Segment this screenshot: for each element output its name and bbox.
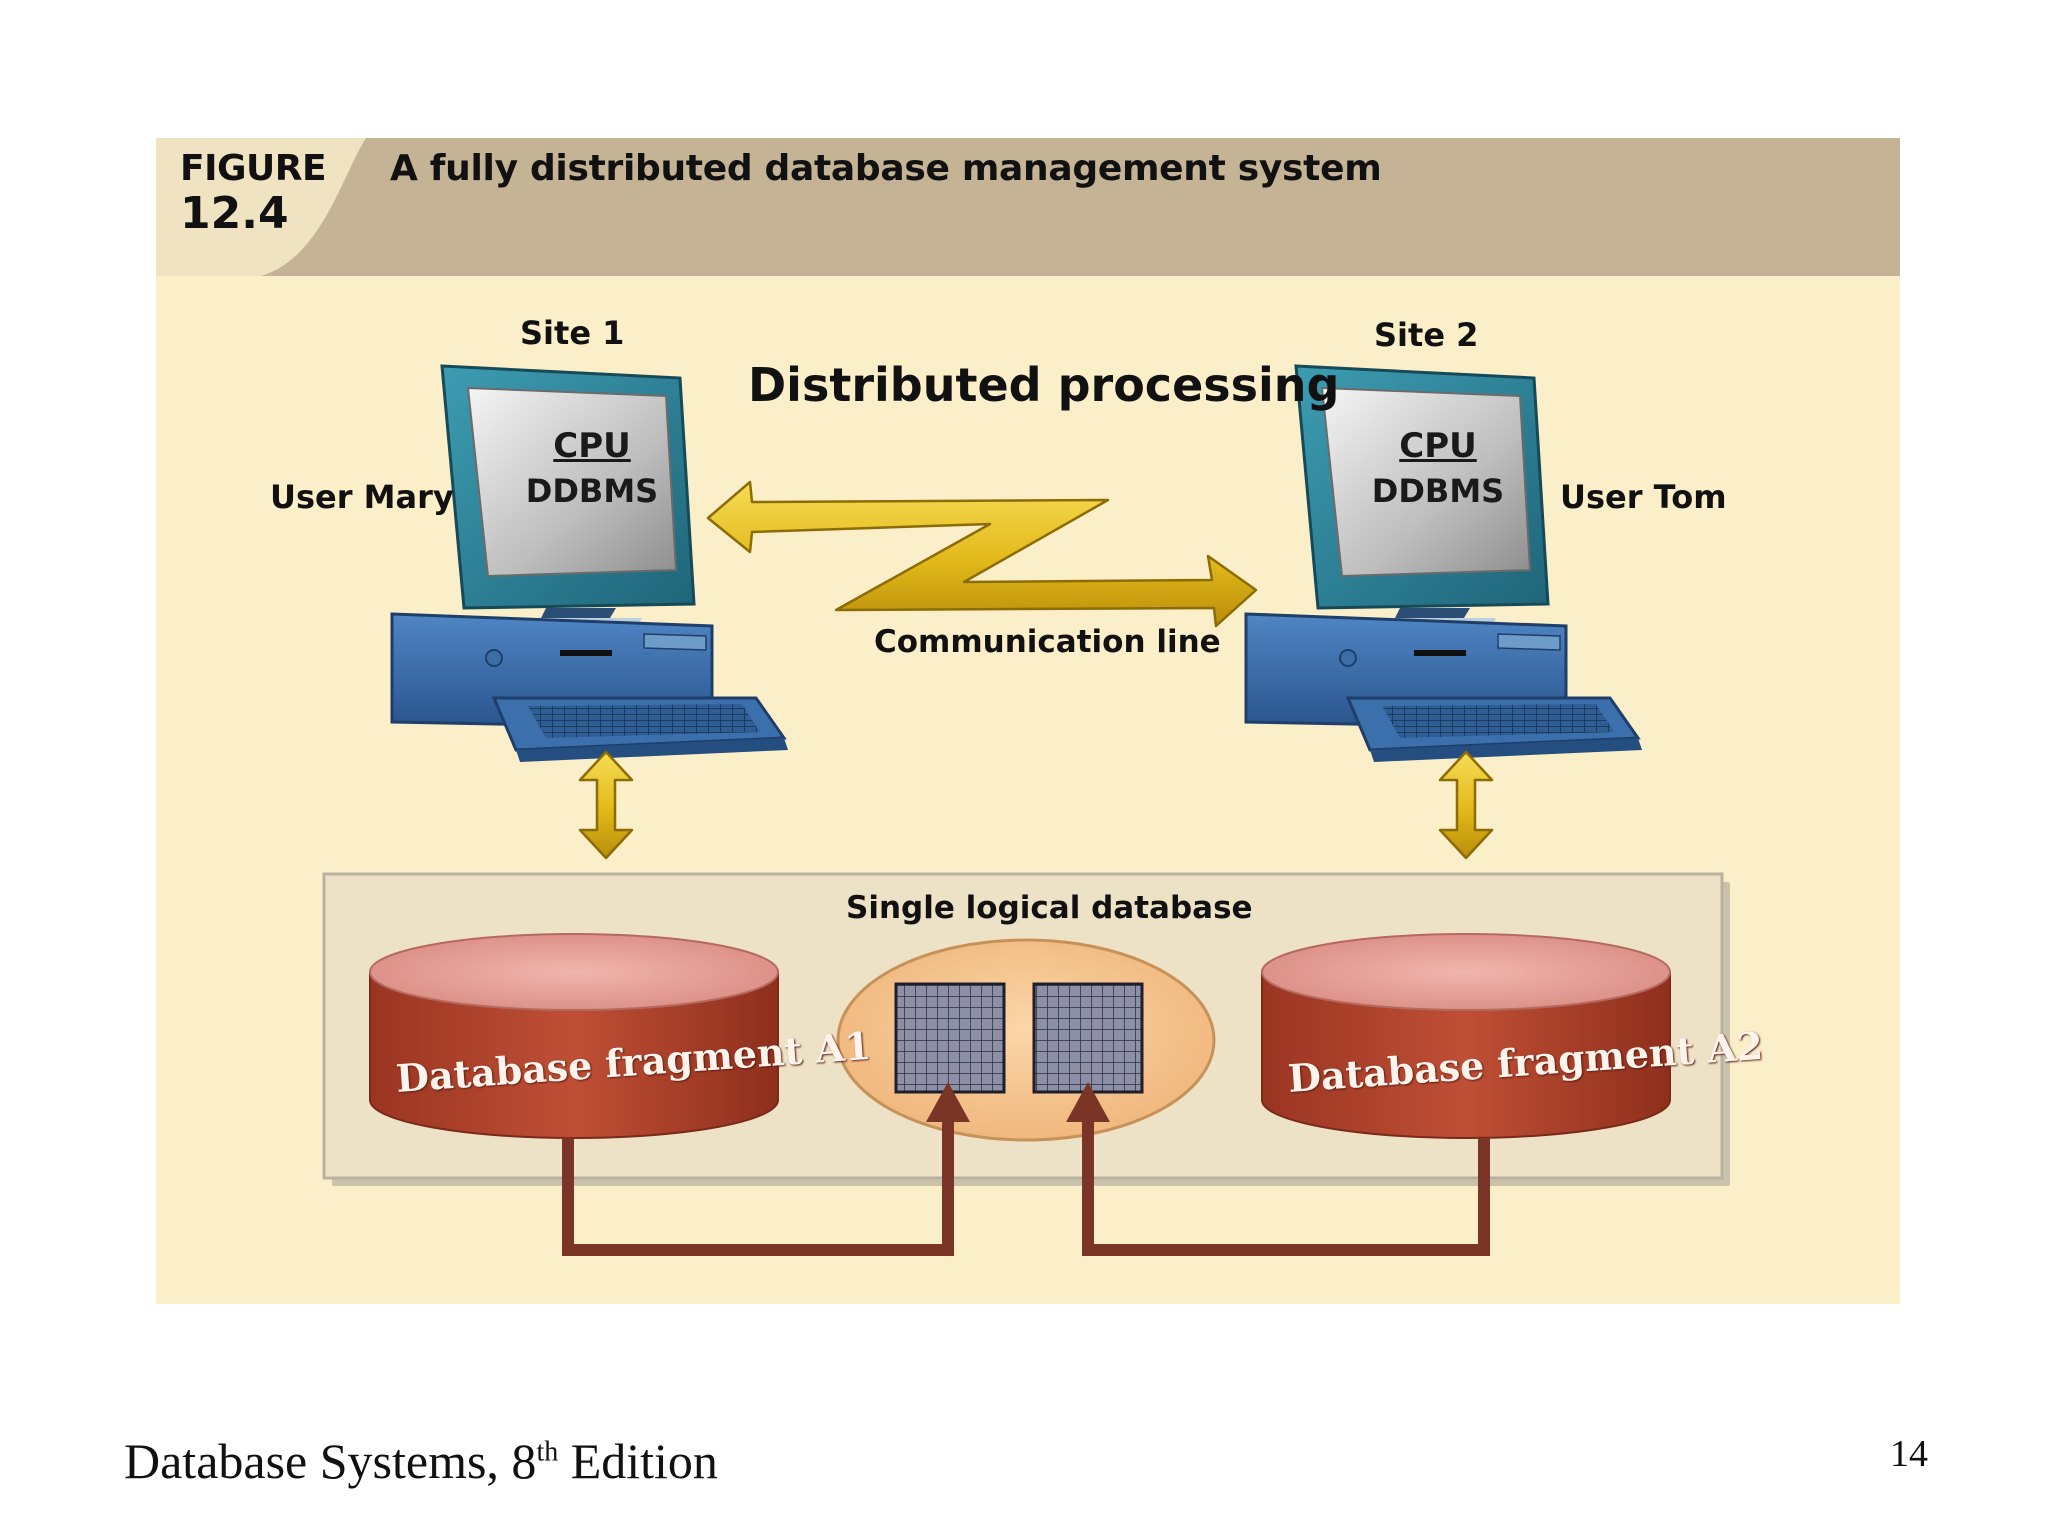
figure-caption: A fully distributed database management … (390, 148, 1382, 189)
database-fragment-a2-cylinder (1261, 933, 1671, 1139)
site2-label: Site 2 (1374, 316, 1479, 354)
site2-db-double-arrow (1438, 750, 1494, 860)
distributed-dbms-diagram (156, 138, 1730, 1256)
site2-computer-icon (1244, 364, 1642, 762)
table-grid-icon (894, 982, 1006, 1094)
fragment-a2-connector (1082, 1118, 1490, 1256)
communication-line-label: Communication line (874, 624, 1221, 660)
fragment-a1-connector (562, 1118, 954, 1256)
figure-header (156, 138, 1900, 276)
site1-computer-icon (390, 364, 788, 762)
user-tom-label: User Tom (1560, 478, 1727, 516)
logical-schema-oval (836, 938, 1216, 1142)
site1-ddbms-label: DDBMS (525, 472, 659, 510)
database-fragment-a1-cylinder (369, 933, 779, 1139)
fragment-a2-connector-arrowhead (1066, 1082, 1110, 1122)
site2-ddbms-label: DDBMS (1371, 472, 1505, 510)
site1-cpu-label: CPU (553, 426, 631, 466)
footer-book-title: Database Systems, 8th Edition (124, 1433, 718, 1489)
fragment-a1-connector-arrowhead (926, 1082, 970, 1122)
distributed-processing-heading: Distributed processing (748, 358, 1340, 412)
site1-db-double-arrow (578, 750, 634, 860)
site2-cpu-label: CPU (1399, 426, 1477, 466)
figure-number: 12.4 (180, 188, 289, 239)
user-mary-label: User Mary (270, 478, 454, 516)
table-grid-icon (1032, 982, 1144, 1094)
communication-line-arrow (706, 480, 1258, 628)
figure-panel: FIGURE 12.4 A fully distributed database… (156, 138, 1900, 1304)
figure-number-tab (156, 138, 366, 276)
single-logical-database-label: Single logical database (846, 890, 1253, 926)
site1-label: Site 1 (520, 314, 625, 352)
page-number: 14 (1890, 1433, 1928, 1475)
figure-label: FIGURE (180, 148, 327, 189)
